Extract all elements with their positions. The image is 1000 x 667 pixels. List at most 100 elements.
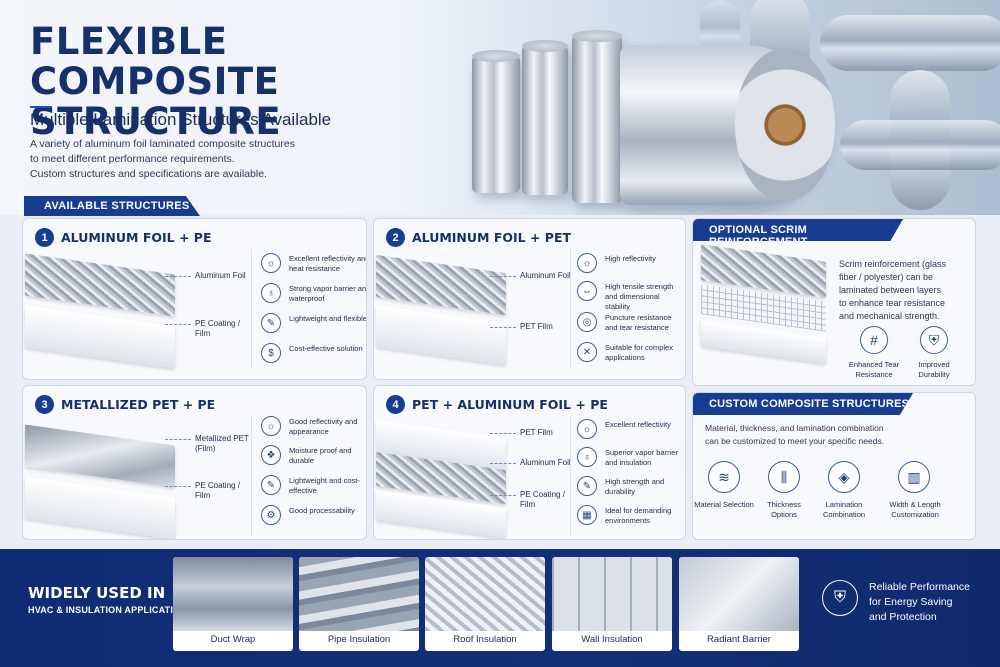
droplet-icon: ♁: [577, 447, 597, 467]
feature-item: ✎Lightweight and flexible: [261, 313, 366, 333]
custom-description: Material, thickness, and lamination comb…: [705, 423, 885, 446]
shield-icon: ⛨: [920, 326, 948, 354]
feature-item: ✕Suitable for complex applications: [577, 342, 682, 363]
shield-icon: ⛨: [822, 580, 858, 616]
layer-label: Metallized PET (Film): [165, 434, 257, 454]
layer-label: PE Coating / Film: [490, 490, 570, 510]
width-length-icon: ▥: [898, 461, 930, 493]
structure-card-2: 2 ALUMINUM FOIL + PET Aluminum Foil PET …: [373, 218, 686, 380]
custom-title: CUSTOM COMPOSITE STRUCTURES: [693, 393, 913, 415]
applications-band: WIDELY USED IN HVAC & INSULATION APPLICA…: [0, 549, 1000, 667]
feature-item: ✎Lightweight and cost-effective: [261, 475, 366, 496]
pipe-insulation-image: [299, 557, 419, 631]
option-label: Lamination Combination: [822, 500, 866, 519]
feature-item: ⚙Good processability: [261, 505, 366, 525]
feature-item: ♁Strong vapor barrier and waterproof: [261, 283, 366, 304]
feature-item: ✎High strength and durability: [577, 476, 682, 497]
structure-card-4: 4 PET + ALUMINUM FOIL + PE PET Film Alum…: [373, 385, 686, 540]
feature-item: ⇔High tensile strength and dimensional s…: [577, 281, 682, 312]
structure-card-1: 1 ALUMINUM FOIL + PE Aluminum Foil PE Co…: [22, 218, 367, 380]
layer-label: PET Film: [490, 428, 575, 438]
scrim-mesh-image: [701, 244, 831, 364]
application-label: Pipe Insulation: [327, 634, 391, 645]
page-title: FLEXIBLE COMPOSITE STRUCTURE: [30, 20, 282, 143]
structure-number: 1: [35, 228, 54, 247]
badge-label: Improved Durability: [918, 360, 950, 379]
grid-icon: #: [860, 326, 888, 354]
feature-item: ☼Excellent reflectivity: [577, 419, 682, 439]
layer-label: PE Coating / Film: [165, 481, 247, 501]
dollar-coin-icon: $: [261, 343, 281, 363]
option-label: Material Selection: [694, 500, 754, 509]
application-card: Wall Insulation: [552, 557, 672, 651]
layer-label: Aluminum Foil: [490, 271, 575, 281]
badge-label: Enhanced Tear Resistance: [848, 360, 900, 379]
feather-icon: ✎: [261, 475, 281, 495]
ruler-icon: ⫼: [768, 461, 800, 493]
environment-icon: ▦: [577, 505, 597, 525]
application-label: Roof Insulation: [453, 634, 517, 645]
sun-reflect-icon: ☼: [261, 416, 281, 436]
strength-icon: ✎: [577, 476, 597, 496]
layer-label: PE Coating / Film: [165, 319, 247, 339]
structure-number: 4: [386, 395, 405, 414]
feature-item: ♁Superior vapor barrier and insulation: [577, 447, 682, 468]
scrim-title: OPTIONAL SCRIM REINFORCEMENT: [693, 219, 903, 241]
layer-label: Aluminum Foil: [490, 458, 575, 468]
hero-banner: FLEXIBLE COMPOSITE STRUCTURE Multiple La…: [0, 0, 1000, 215]
wall-insulation-image: [552, 557, 672, 631]
available-structures-tag: AVAILABLE STRUCTURES: [24, 196, 200, 216]
tensile-strength-icon: ⇔: [577, 281, 597, 301]
application-label: Wall Insulation: [581, 634, 643, 645]
option-label: Thickness Options: [767, 500, 801, 519]
scrim-description: Scrim reinforcement (glass fiber / polye…: [839, 259, 947, 321]
roof-insulation-image: [425, 557, 545, 631]
feature-item: ☼Excellent reflectivity and heat resista…: [261, 253, 366, 274]
application-card: Roof Insulation: [425, 557, 545, 651]
layer-diagram: [376, 254, 526, 374]
sun-reflect-icon: ☼: [261, 253, 281, 273]
feature-item: ▦Ideal for demanding environments: [577, 505, 682, 526]
structure-card-3: 3 METALLIZED PET + PE Metallized PET (Fi…: [22, 385, 367, 540]
duct-wrap-image: [173, 557, 293, 631]
droplet-icon: ♁: [261, 283, 281, 303]
layer-diagram: [376, 419, 526, 539]
applications-title: WIDELY USED IN: [28, 584, 166, 602]
option-label: Width & Length Customization: [889, 500, 941, 519]
hero-description: A variety of aluminum foil laminated com…: [30, 138, 295, 180]
layer-label: PET Film: [490, 322, 575, 332]
feature-item: ❖Moisture proof and durable: [261, 445, 366, 466]
application-label: Duct Wrap: [210, 634, 256, 645]
puncture-icon: ◎: [577, 312, 597, 332]
feature-item: ◎Puncture resistance and tear resistance: [577, 312, 682, 333]
layer-label: Aluminum Foil: [165, 271, 255, 281]
applications-subtitle: HVAC & INSULATION APPLICATIONS: [28, 605, 194, 615]
sun-reflect-icon: ☼: [577, 253, 597, 273]
stack-icon: ◈: [828, 461, 860, 493]
scrim-reinforcement-card: OPTIONAL SCRIM REINFORCEMENT Scrim reinf…: [692, 218, 976, 386]
radiant-barrier-image: [679, 557, 799, 631]
custom-structures-card: CUSTOM COMPOSITE STRUCTURES Material, th…: [692, 392, 976, 540]
application-card: Pipe Insulation: [299, 557, 419, 651]
structure-title: ALUMINUM FOIL + PET: [412, 230, 572, 245]
application-card: Radiant Barrier: [679, 557, 799, 651]
structure-number: 3: [35, 395, 54, 414]
layer-diagram: [25, 421, 175, 539]
page-subtitle: Multiple Lamination Structures Available: [30, 110, 332, 129]
sun-reflect-icon: ☼: [577, 419, 597, 439]
structure-title: METALLIZED PET + PE: [61, 397, 216, 412]
application-card: Duct Wrap: [173, 557, 293, 651]
moisture-icon: ❖: [261, 445, 281, 465]
application-label: Radiant Barrier: [707, 634, 771, 645]
layer-diagram: [25, 253, 175, 374]
process-icon: ⚙: [261, 505, 281, 525]
feature-item: ☼High reflectivity: [577, 253, 682, 273]
title-underline: [30, 106, 52, 108]
structure-title: PET + ALUMINUM FOIL + PE: [412, 397, 608, 412]
feather-icon: ✎: [261, 313, 281, 333]
feature-item: ☼Good reflectivity and appearance: [261, 416, 366, 437]
tools-icon: ✕: [577, 342, 597, 362]
structure-title: ALUMINUM FOIL + PE: [61, 230, 212, 245]
structure-number: 2: [386, 228, 405, 247]
layers-icon: ≋: [708, 461, 740, 493]
